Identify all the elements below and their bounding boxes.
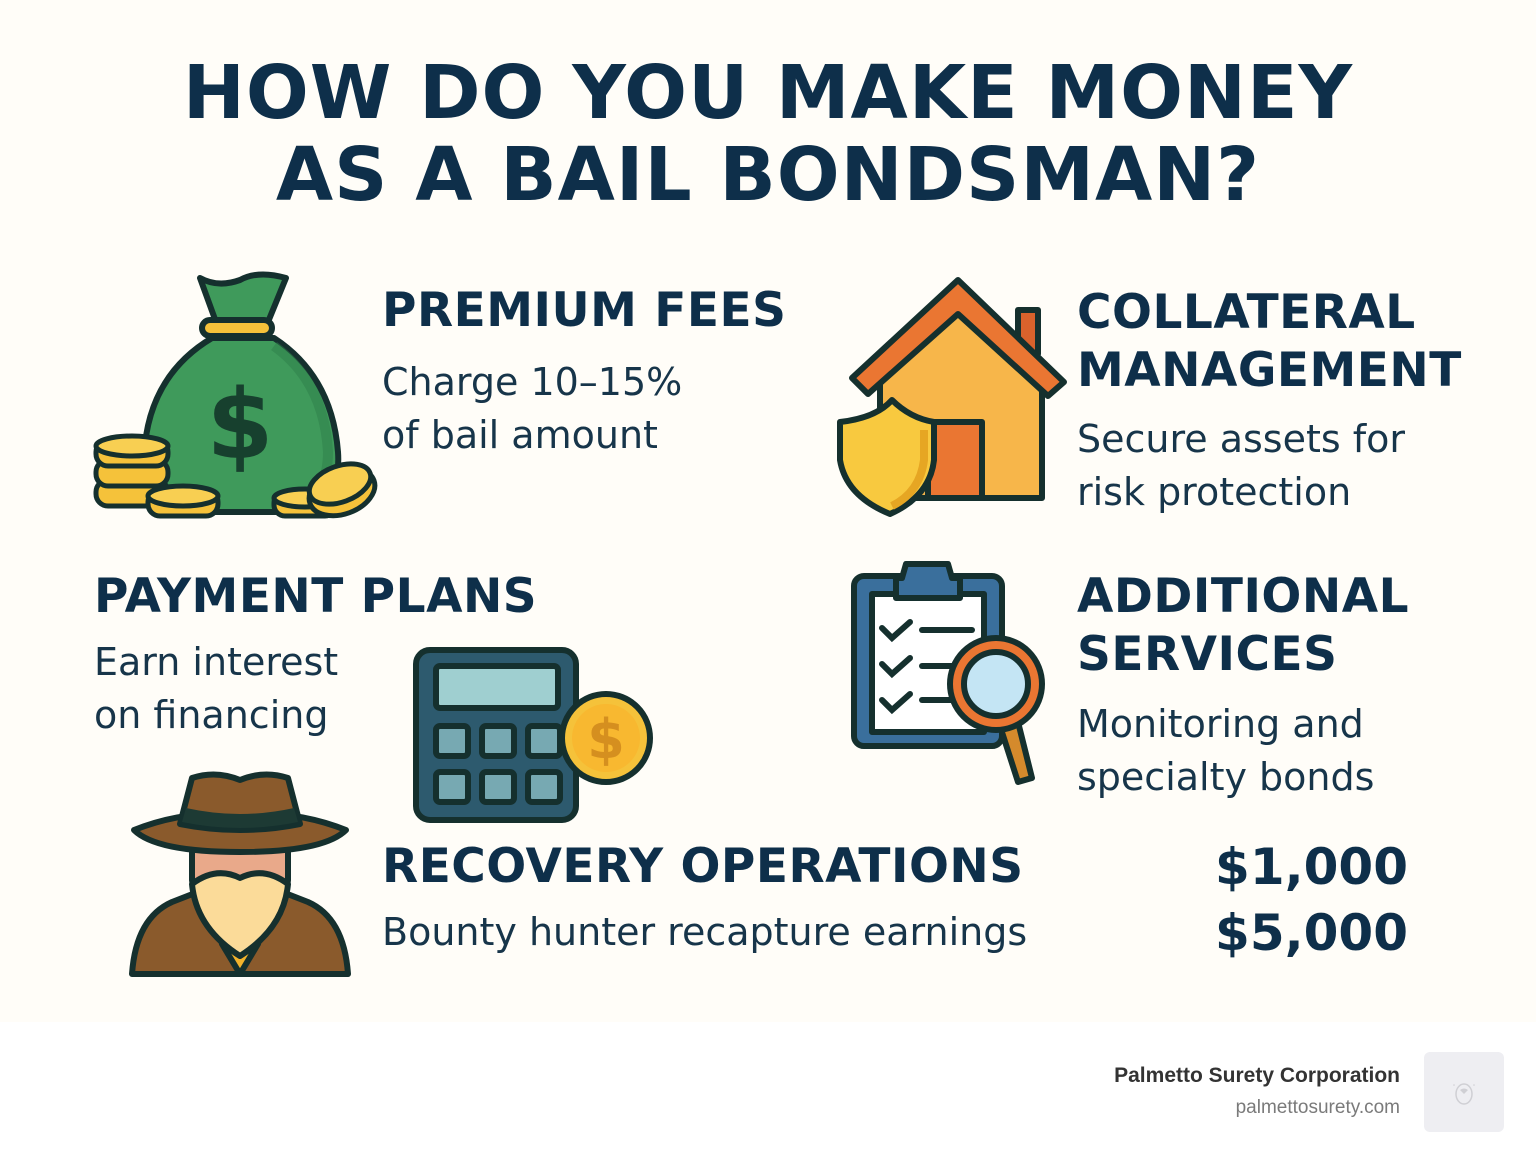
premium-fees-heading: PREMIUM FEES: [382, 283, 787, 338]
calculator-with-coin-icon: $: [413, 647, 653, 823]
additional-services-description: Monitoring and specialty bonds: [1077, 702, 1375, 799]
brand-url-link[interactable]: palmettosurety.com: [1235, 1097, 1400, 1118]
additional-services-heading: ADDITIONAL SERVICES: [1077, 569, 1410, 682]
brand-name: Palmetto Surety Corporation: [1114, 1064, 1400, 1087]
recovery-operations-heading: RECOVERY OPERATIONS: [382, 839, 1024, 894]
bounty-hunter-icon: [129, 771, 351, 977]
premium-fees-description: Charge 10–15% of bail amount: [382, 360, 683, 457]
payment-plans-description: Earn interest on financing: [94, 640, 339, 737]
clipboard-checklist-magnifier-icon: [851, 561, 1045, 785]
page-title: HOW DO YOU MAKE MONEY AS A BAIL BONDSMAN…: [0, 52, 1536, 216]
title-line-2: AS A BAIL BONDSMAN?: [275, 132, 1261, 218]
collateral-management-description: Secure assets for risk protection: [1077, 417, 1406, 514]
recovery-amount-high: $5,000: [1215, 904, 1408, 962]
title-line-1: HOW DO YOU MAKE MONEY: [182, 50, 1354, 136]
footer: [0, 1022, 1536, 1154]
recovery-operations-description: Bounty hunter recapture earnings: [382, 910, 1028, 954]
collateral-management-heading: COLLATERAL MANAGEMENT: [1077, 285, 1462, 398]
svg-text:$: $: [207, 369, 274, 481]
recovery-amounts: $1,000 $5,000: [1215, 834, 1408, 966]
money-bag-with-coins-icon: $: [93, 271, 378, 519]
house-with-shield-icon: [837, 277, 1067, 517]
payment-plans-heading: PAYMENT PLANS: [94, 569, 538, 624]
recovery-amount-low: $1,000: [1215, 838, 1408, 896]
infographic-canvas: HOW DO YOU MAKE MONEY AS A BAIL BONDSMAN…: [0, 52, 1536, 977]
svg-text:$: $: [587, 708, 625, 771]
brand-logo[interactable]: [1424, 1052, 1504, 1132]
bear-logo-icon: [1453, 1083, 1475, 1105]
